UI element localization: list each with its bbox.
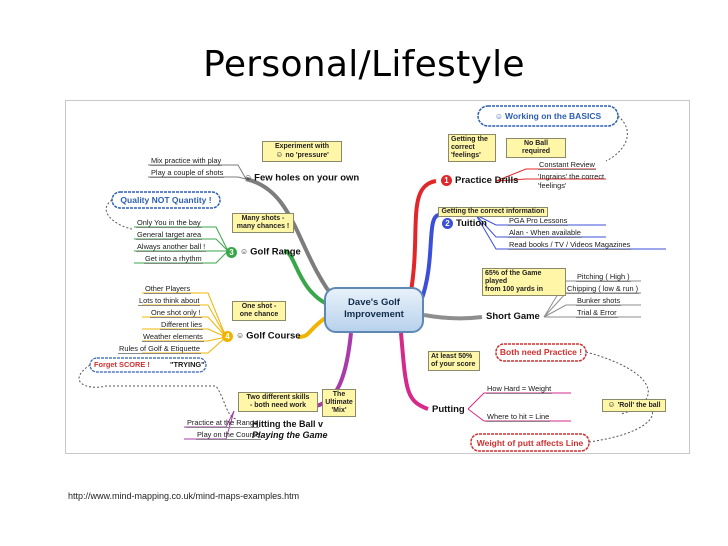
hitting-item: Play on the Course <box>196 430 261 440</box>
practice-note-feelings: Getting the correct 'feelings' <box>448 134 496 162</box>
branch-golf-range <box>283 249 332 308</box>
smile-icon: ☺ <box>236 331 245 340</box>
center-line-2: Improvement <box>344 309 404 320</box>
smile-icon: ☺ <box>275 150 284 159</box>
smile-icon: ☺ <box>607 400 616 409</box>
center-node: Dave's Golf Improvement <box>324 287 424 333</box>
golf-course-item: Lots to think about <box>138 296 201 306</box>
branch-golf-course-title: 4☺Golf Course <box>222 329 301 344</box>
branch-few-holes <box>245 177 338 303</box>
tuition-item: Read books / TV / Videos Magazines <box>508 240 632 250</box>
source-url: http://www.mind-mapping.co.uk/mind-maps-… <box>68 491 300 501</box>
center-line-1: Dave's Golf <box>348 297 400 308</box>
putting-item: How Hard = Weight <box>486 384 553 394</box>
branch-putting <box>399 332 429 411</box>
golf-range-item: General target area <box>136 230 203 240</box>
golf-course-item: One shot only ! <box>150 308 202 318</box>
branch-few-holes-title: ☺Few holes on your own <box>244 172 360 184</box>
short-game-item: Chipping ( low & run ) <box>566 284 640 294</box>
branch-short-game-title: Short Game <box>486 311 540 322</box>
tuition-item: Alan - When available <box>508 228 582 238</box>
mind-map: Dave's Golf Improvement Experiment with … <box>65 100 690 454</box>
roll-ball-note: ☺'Roll' the ball <box>602 399 666 412</box>
golf-range-note: Many shots - many chances ! <box>232 213 294 233</box>
number-3-icon: 3 <box>226 246 237 258</box>
short-game-item: Pitching ( High ) <box>576 272 631 282</box>
number-2-icon: 2 <box>442 217 453 229</box>
golf-course-item: Rules of Golf & Etiquette <box>118 344 201 354</box>
weight-line-cloud: Weight of putt affects Line <box>476 438 584 448</box>
branch-golf-range-title: 3☺Golf Range <box>226 245 301 260</box>
tuition-item: PGA Pro Lessons <box>508 216 569 226</box>
golf-range-item: Always another ball ! <box>136 242 207 252</box>
branch-short-game <box>423 313 483 321</box>
short-game-item: Bunker shots <box>576 296 622 306</box>
hitting-note-mix: The Ultimate 'Mix' <box>322 389 356 417</box>
trying-label: "TRYING" <box>170 360 205 369</box>
branch-golf-course <box>297 314 330 339</box>
few-holes-note: Experiment with ☺no 'pressure' <box>262 141 342 162</box>
practice-item-ingrains: 'Ingrains' the correct 'feelings' <box>538 172 605 190</box>
branch-hitting <box>315 332 353 408</box>
number-1-icon: 1 <box>441 174 452 186</box>
tuition-note: Getting the correct information <box>438 207 548 217</box>
branch-tuition <box>419 213 440 302</box>
slide-title: Personal/Lifestyle <box>203 44 525 85</box>
golf-range-item: Get into a rhythm <box>144 254 203 264</box>
branch-hitting-title: Hitting the Ball v Playing the Game <box>252 419 328 440</box>
golf-course-item: Other Players <box>144 284 192 294</box>
putting-note: At least 50% of your score <box>428 351 480 371</box>
number-4-icon: 4 <box>222 330 233 342</box>
quality-cloud: Quality NOT Quantity ! <box>120 195 212 205</box>
hitting-note-skills: Two different skills - both need work <box>238 392 318 412</box>
branch-putting-title: Putting <box>432 404 465 415</box>
golf-course-item: Different lies <box>160 320 203 330</box>
both-practice-cloud: Both need Practice ! <box>499 347 583 357</box>
putting-item: Where to hit = Line <box>486 412 551 422</box>
practice-note-no-ball: No Ball required <box>506 138 566 158</box>
smile-icon: ☺ <box>240 247 249 256</box>
few-holes-note-line-1: Experiment with <box>274 143 330 150</box>
few-holes-item: Mix practice with play <box>150 156 223 166</box>
smile-icon: ☺ <box>494 112 503 122</box>
forget-score-label: Forget SCORE ! <box>94 360 150 369</box>
golf-course-note: One shot - one chance <box>232 301 286 321</box>
short-game-item: Trial & Error <box>576 308 618 318</box>
golf-range-item: Only You in the bay <box>136 218 202 228</box>
basics-cloud: ☺Working on the BASICS <box>494 111 602 122</box>
branch-practice <box>409 179 437 292</box>
short-game-note: 65% of the Game played from 100 yards in <box>482 268 566 296</box>
practice-item: Constant Review <box>538 160 596 170</box>
hitting-item: Practice at the Range <box>186 418 260 428</box>
smile-icon: ☺ <box>244 173 253 182</box>
few-holes-item: Play a couple of shots <box>150 168 225 178</box>
few-holes-note-line-2: no 'pressure' <box>285 151 329 159</box>
golf-course-item: Weather elements <box>142 332 204 342</box>
